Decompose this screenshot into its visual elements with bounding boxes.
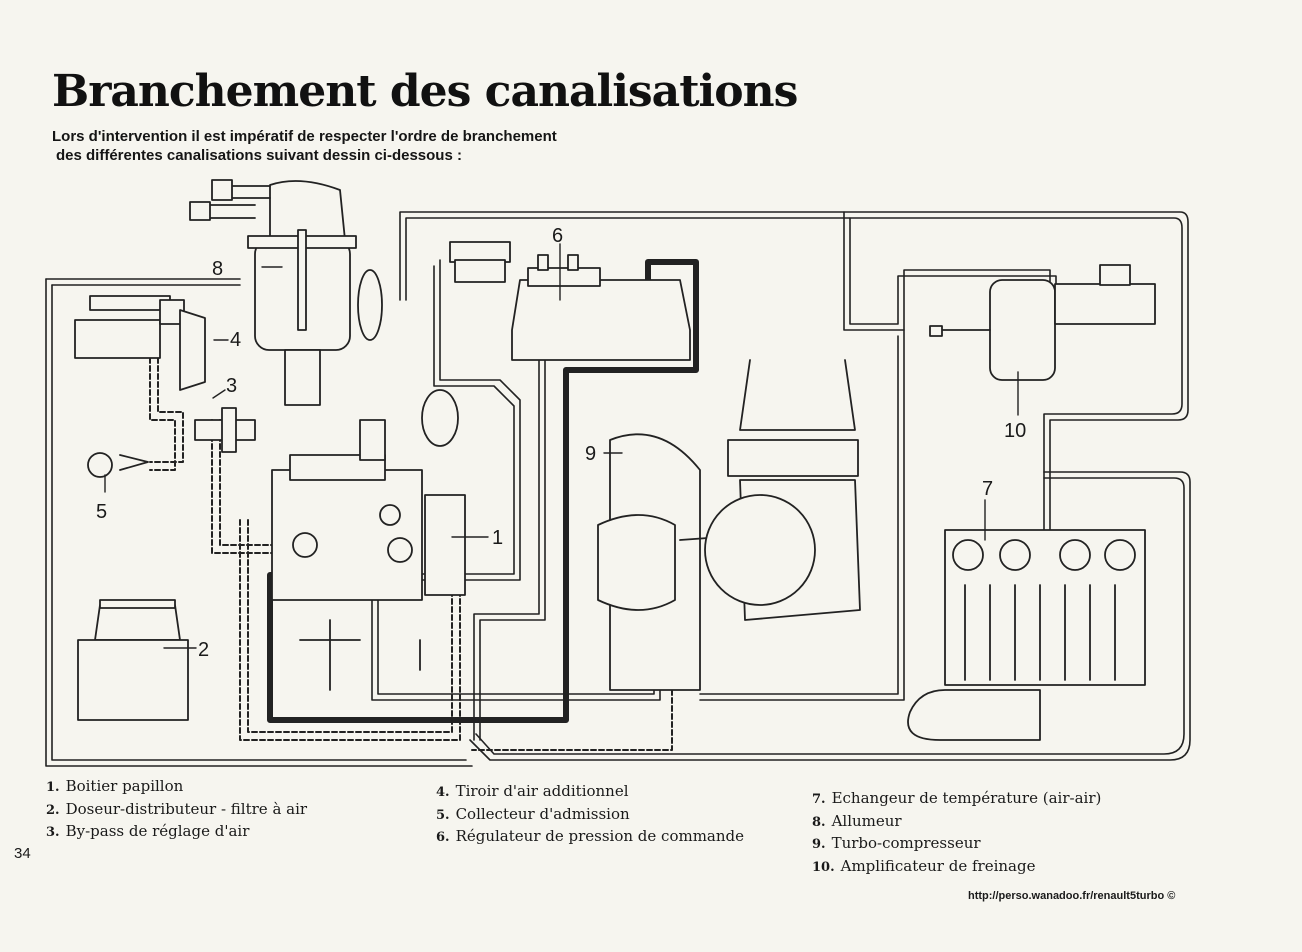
diagram-label-1: 1 xyxy=(492,527,503,549)
legend-item: 10.Amplificateur de freinage xyxy=(812,856,1036,875)
diagram-label-10: 10 xyxy=(1004,420,1026,442)
subtitle-line-2: des différentes canalisations suivant de… xyxy=(56,147,462,164)
legend-item: 1.Boitier papillon xyxy=(46,777,184,795)
diagram-label-8: 8 xyxy=(212,258,223,280)
legend-item: 3.By-pass de réglage d'air xyxy=(46,822,250,840)
diagram-label-6: 6 xyxy=(552,225,563,247)
diagram-label-9: 9 xyxy=(585,443,596,465)
legend-item: 2.Doseur-distributeur - filtre à air xyxy=(46,799,308,818)
echangeur-drawing xyxy=(907,529,1146,741)
legend-item: 6.Régulateur de pression de commande xyxy=(436,827,745,845)
copyright-url: http://perso.wanadoo.fr/renault5turbo © xyxy=(968,890,1176,902)
legend-column-2: 4.Tiroir d'air additionnel 5.Collecteur … xyxy=(436,780,744,848)
boitier-papillon-drawing xyxy=(271,389,466,691)
regulateur-drawing xyxy=(449,241,691,361)
subtitle-line-1: Lors d'intervention il est impératif de … xyxy=(52,128,557,145)
legend-column-1: 1.Boitier papillon 2.Doseur-distributeur… xyxy=(46,775,307,843)
page-title: Branchement des canalisations xyxy=(52,66,798,117)
legend-item: 4.Tiroir d'air additionnel xyxy=(436,782,629,800)
page-subtitle: Lors d'intervention il est impératif de … xyxy=(52,127,692,165)
legend-item: 7.Echangeur de température (air-air) xyxy=(812,789,1102,807)
legend-item: 8.Allumeur xyxy=(812,811,902,830)
amplificateur-drawing xyxy=(929,264,1156,381)
diagram-label-2: 2 xyxy=(198,639,209,661)
legend-item: 5.Collecteur d'admission xyxy=(436,804,630,823)
doseur-distributeur-drawing xyxy=(77,599,189,721)
page-number: 34 xyxy=(14,845,31,862)
allumeur-drawing xyxy=(189,179,383,406)
leader-lines xyxy=(104,243,1019,649)
diagram-label-3: 3 xyxy=(226,375,237,397)
hose-lines xyxy=(45,211,1191,767)
turbo-drawing xyxy=(597,359,861,691)
tiroir-bypass-drawing xyxy=(74,295,256,478)
diagram-label-group: 8 4 3 5 6 9 1 2 7 10 xyxy=(96,225,1026,661)
diagram-label-7: 7 xyxy=(982,478,993,500)
thick-hoses xyxy=(267,259,699,723)
legend-column-3: 7.Echangeur de température (air-air) 8.A… xyxy=(812,787,1101,877)
legend-item: 9.Turbo-compresseur xyxy=(812,834,981,852)
diagram-label-4: 4 xyxy=(230,329,241,351)
diagram-label-5: 5 xyxy=(96,501,107,523)
